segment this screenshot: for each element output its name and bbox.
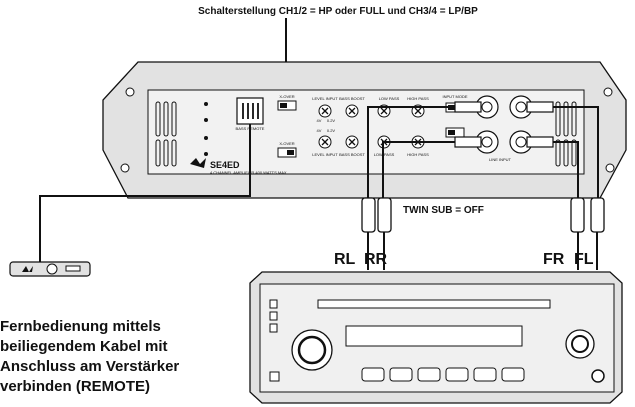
signal-cables bbox=[367, 106, 599, 198]
high-pass-top-label: HIGH PASS bbox=[407, 96, 429, 101]
bass-boost-top-label: BASS BOOST bbox=[339, 96, 365, 101]
mount-hole-icon bbox=[125, 87, 135, 97]
switch-position-caption: Schalterstellung CH1/2 = HP oder FULL un… bbox=[198, 6, 478, 17]
level-input-bottom-label: LEVEL INPUT bbox=[312, 152, 338, 157]
rca-plug-fl-head bbox=[590, 197, 605, 233]
rca-plug-fr-head bbox=[570, 197, 585, 233]
side-button[interactable] bbox=[269, 323, 278, 333]
mount-hole-icon bbox=[605, 163, 615, 173]
side-terminal-icons bbox=[204, 102, 208, 156]
channel-label-fr: FR bbox=[543, 251, 565, 268]
input-mode-label: INPUT MODE bbox=[442, 94, 467, 99]
brand-logo-icon bbox=[190, 158, 206, 168]
head-unit-display bbox=[345, 325, 523, 347]
cable-rr bbox=[382, 141, 455, 198]
channel-label-rr: RR bbox=[364, 251, 388, 268]
rca-plug-rr bbox=[454, 136, 482, 148]
side-button[interactable] bbox=[269, 299, 278, 309]
channel-label-rl: RL bbox=[334, 251, 356, 268]
rca-plugs-in-amp bbox=[454, 101, 554, 148]
gain-min-top-label: 4V bbox=[317, 118, 322, 123]
vent-slots-right bbox=[555, 101, 577, 167]
side-button[interactable] bbox=[269, 371, 280, 382]
preset-button-6[interactable] bbox=[501, 367, 525, 382]
bass-remote-scale-icon bbox=[65, 265, 81, 272]
rca-plug-rr-head bbox=[377, 197, 392, 233]
brand-logo-icon bbox=[22, 266, 33, 272]
xover-switch-knob-icon bbox=[280, 103, 287, 108]
remote-caption-line2: beiliegendem Kabel mit bbox=[0, 338, 168, 355]
gain-max-top-label: 0.2V bbox=[327, 118, 336, 123]
bass-remote-knob[interactable] bbox=[46, 263, 58, 275]
mount-hole-icon bbox=[120, 163, 130, 173]
preset-button-1[interactable] bbox=[361, 367, 385, 382]
side-buttons-left bbox=[269, 299, 280, 382]
rca-plug-rl-head bbox=[361, 197, 376, 233]
bass-remote-port-pins-icon bbox=[242, 103, 259, 119]
input-mode-knob-icon bbox=[448, 130, 455, 135]
remote-caption-line3: Anschluss am Verstärker bbox=[0, 358, 179, 375]
bass-remote-port[interactable] bbox=[236, 97, 264, 125]
rca-plug-fl bbox=[526, 101, 554, 113]
vent-slots-left bbox=[155, 101, 177, 167]
rca-plug-pair-rear bbox=[361, 197, 392, 270]
bass-boost-bottom-label: BASS BOOST bbox=[339, 152, 365, 157]
low-pass-bottom-label: LOW PASS bbox=[374, 152, 395, 157]
head-unit bbox=[249, 271, 623, 404]
level-input-top-label: LEVEL INPUT bbox=[312, 96, 338, 101]
cable-fr bbox=[553, 141, 579, 198]
preset-buttons bbox=[361, 367, 525, 382]
remote-caption-line4: verbinden (REMOTE) bbox=[0, 378, 150, 395]
preset-button-4[interactable] bbox=[445, 367, 469, 382]
volume-knob-ring-icon bbox=[297, 335, 327, 365]
low-pass-top-label: LOW PASS bbox=[379, 96, 400, 101]
xover-top-label: X-OVER bbox=[279, 94, 294, 99]
remote-cable bbox=[39, 124, 251, 262]
rca-plug-pair-front bbox=[570, 197, 605, 270]
cd-slot[interactable] bbox=[317, 299, 551, 309]
line-input-label: LINE INPUT bbox=[489, 157, 512, 162]
cable-fl bbox=[553, 106, 599, 198]
rca-plug-fr bbox=[526, 136, 554, 148]
preset-button-3[interactable] bbox=[417, 367, 441, 382]
channel-label-fl: FL bbox=[574, 251, 594, 268]
model-label: SE4ED bbox=[210, 160, 240, 170]
remote-caption-line1: Fernbedienung mittels bbox=[0, 318, 161, 335]
eject-button[interactable] bbox=[591, 369, 605, 383]
cable-rl bbox=[367, 106, 455, 198]
side-button[interactable] bbox=[269, 311, 278, 321]
knob-row-top bbox=[318, 104, 425, 118]
bass-remote bbox=[9, 261, 91, 277]
model-tagline: 4 CHANNEL AMPLIFIER 400 WATTS MAX bbox=[210, 170, 287, 175]
preset-button-5[interactable] bbox=[473, 367, 497, 382]
gain-max-bottom-label: 0.2V bbox=[327, 128, 336, 133]
gain-min-bottom-label: 4V bbox=[317, 128, 322, 133]
xover-bottom-label: X-OVER bbox=[279, 141, 294, 146]
mount-hole-icon bbox=[603, 87, 613, 97]
twin-sub-label: TWIN SUB = OFF bbox=[403, 205, 484, 216]
rca-plug-rl bbox=[454, 101, 482, 113]
high-pass-bottom-label: HIGH PASS bbox=[407, 152, 429, 157]
xover-switch-knob-icon bbox=[287, 150, 294, 155]
amplifier: BASS REMOTE X-OVER X-OVER LEVEL INPUT BA… bbox=[102, 61, 627, 199]
preset-button-2[interactable] bbox=[389, 367, 413, 382]
